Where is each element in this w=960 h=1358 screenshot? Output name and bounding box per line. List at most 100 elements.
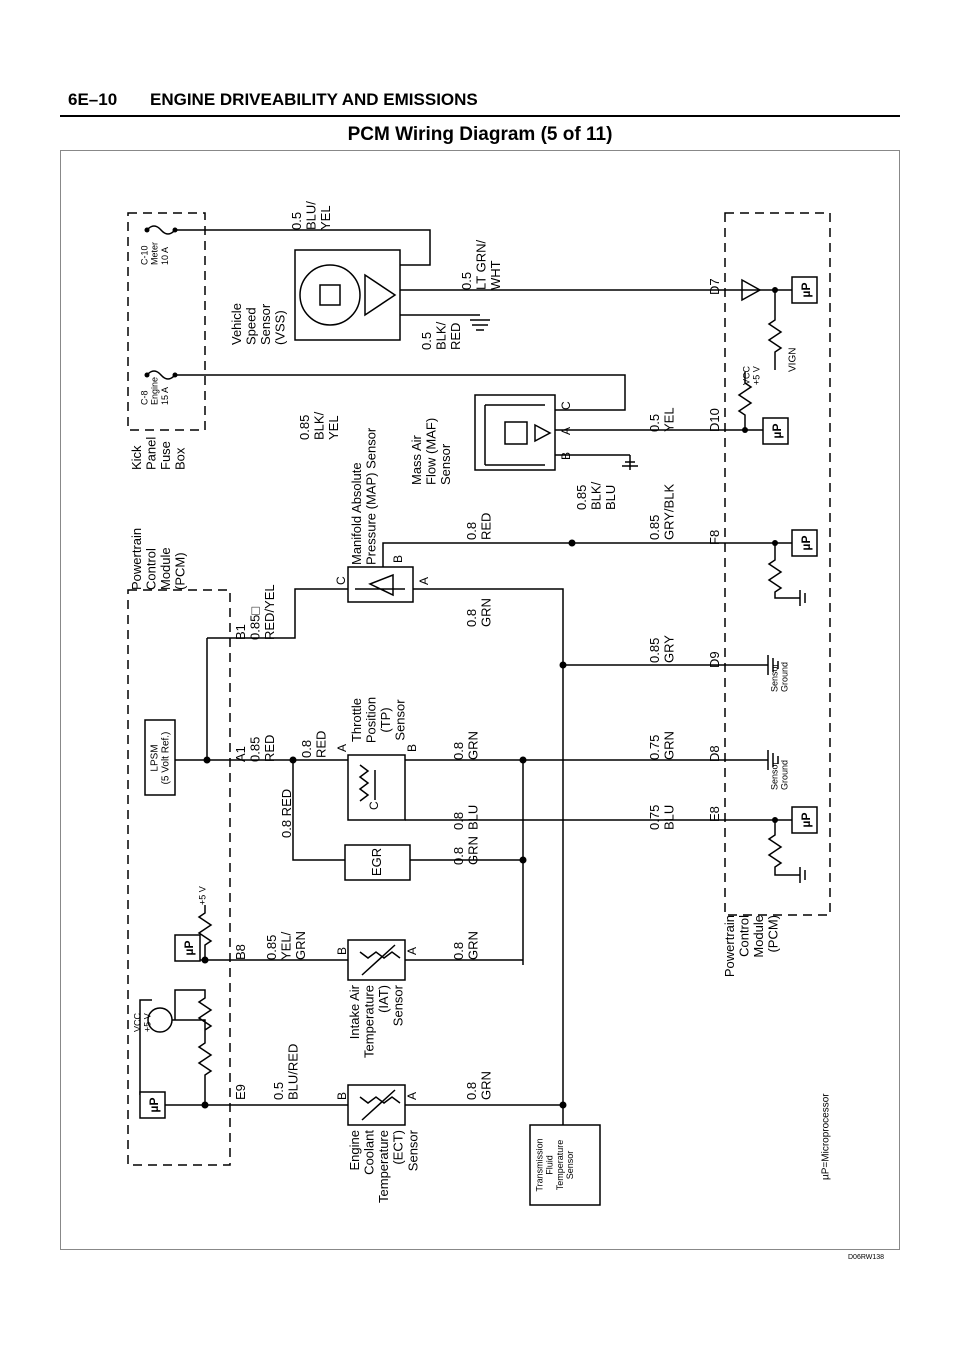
wire-red-map-label: 0.8RED — [464, 513, 494, 540]
pin-e9-label: E9 — [233, 1084, 248, 1100]
label-line: Fluid — [545, 1155, 555, 1175]
label-line: A1 — [233, 746, 248, 762]
wire-grn-tp-label: 0.8GRN — [451, 731, 481, 760]
label-line: (5 Volt Ref.) — [161, 732, 172, 785]
label-line: RED — [479, 513, 494, 540]
footnote-label: µP=Microprocessor — [821, 1093, 832, 1180]
label-line: GRY — [662, 635, 677, 663]
pin-f8-label: F8 — [707, 530, 722, 545]
label-line: Intake Air — [347, 984, 362, 1039]
ect-label: EngineCoolantTemperature(ECT)Sensor — [347, 1129, 420, 1203]
label-line: (TP) — [378, 707, 393, 732]
label-line: BLU/ — [304, 201, 319, 230]
ect-pin-b-label: B — [335, 1092, 349, 1100]
label-line: Speed — [244, 307, 259, 345]
microprocessor-label: µP — [799, 283, 813, 298]
label-line: RED/YEL — [262, 584, 277, 640]
vss-label: VehicleSpeedSensor(VSS) — [229, 303, 288, 345]
label-line: GRN — [479, 598, 494, 627]
label-line: 0.8 — [451, 742, 466, 760]
pin-d7-label: D7 — [707, 278, 722, 295]
label-line: GRN — [479, 1071, 494, 1100]
label-line: Sensor — [770, 663, 780, 692]
microprocessor-box — [791, 806, 818, 834]
label-line: GRN — [466, 731, 481, 760]
iat-sensor — [347, 939, 406, 981]
transmission-fluid-temp-sensor — [529, 1124, 601, 1206]
label-line: (IAT) — [376, 985, 391, 1013]
label-line: Sensor — [770, 761, 780, 790]
diagram-labels: PowertrainControlModule(PCM)KickPanelFus… — [129, 201, 831, 1203]
label-line: Vehicle — [229, 303, 244, 345]
label-line: GRN — [466, 931, 481, 960]
wire-grn-iat-label: 0.8GRN — [451, 931, 481, 960]
tp-sensor — [347, 754, 406, 821]
vcc-d10-label: VCC+5 V — [742, 365, 762, 385]
label-line: Fuse — [158, 441, 173, 470]
sensor-ground-d8-label: SensorGround — [770, 760, 790, 790]
label-line: Manifold Absolute — [349, 462, 364, 565]
label-line: BLU — [662, 805, 677, 830]
label-line: Sensor — [258, 303, 273, 345]
kick-panel-label: KickPanelFuseBox — [129, 437, 188, 470]
section-title: ENGINE DRIVEABILITY AND EMISSIONS — [150, 90, 478, 109]
diagram-title: PCM Wiring Diagram (5 of 11) — [347, 124, 613, 145]
wire-blu-e8-label: 0.75BLU — [647, 805, 677, 830]
microprocessor-label: µP — [799, 536, 813, 551]
label-line: 0.85 — [647, 515, 662, 540]
microprocessor-label: µP — [147, 1098, 161, 1113]
label-line: 0.75 — [647, 735, 662, 760]
label-line: VCC — [742, 365, 752, 385]
label-line: Sensor — [438, 443, 453, 485]
pcm-lower-box — [724, 212, 831, 916]
fuse-c10-label: C-10Meter10 A — [140, 242, 170, 265]
label-line: Box — [173, 447, 188, 470]
label-line: (PCM) — [173, 552, 188, 590]
ect-sensor — [347, 1084, 406, 1126]
wires — [165, 229, 792, 1125]
label-line: Mass Air — [409, 434, 424, 485]
wire-grn-egr-label: 0.8GRN — [451, 836, 481, 865]
egr-label: EGR — [369, 848, 384, 876]
label-line: 0.8 — [464, 609, 479, 627]
vcc-upper-label: VCC+5 V — [133, 1012, 153, 1032]
label-line: YEL — [662, 407, 677, 432]
label-line: Ground — [780, 760, 790, 790]
vss-sensor — [294, 249, 401, 341]
label-line: (PCM) — [766, 915, 781, 953]
label-line: 0.85 — [647, 638, 662, 663]
pin-b1-label: B10.85□RED/YEL — [233, 584, 277, 640]
label-line: GRN — [293, 931, 308, 960]
label-line: 0.8 — [299, 740, 314, 758]
map-label: Manifold AbsolutePressure (MAP) Sensor — [349, 427, 379, 565]
label-line: Flow (MAF) — [424, 418, 439, 485]
figure-id: D06RW138 — [848, 1254, 885, 1261]
label-line: Position — [364, 697, 379, 743]
diagram-frame — [60, 150, 900, 1250]
label-line: Transmission — [535, 1138, 545, 1191]
label-line: 0.85 — [574, 485, 589, 510]
label-line: 0.85 — [264, 935, 279, 960]
tp-pin-a-label: A — [335, 744, 349, 752]
label-line: RED — [448, 323, 463, 350]
label-line: BLU — [603, 485, 618, 510]
label-line: Module — [751, 915, 766, 958]
wire-blu-red-label: 0.5BLU/RED — [271, 1044, 301, 1100]
egr-valve — [344, 844, 411, 881]
label-line: C-10 — [140, 245, 150, 265]
label-line: Sensor — [565, 1151, 575, 1180]
pin-e8-label: E8 — [707, 806, 722, 822]
wire-lt-grn-wht-label: 0.5LT GRN/WHT — [459, 240, 503, 290]
section-number: 6E–10 — [68, 90, 118, 109]
label-line: 0.8 — [451, 847, 466, 865]
wire-grn-d8-label: 0.75GRN — [647, 731, 677, 760]
wire-blu-yel-label: 0.5BLU/YEL — [289, 201, 333, 230]
label-line: Coolant — [362, 1130, 377, 1175]
label-line: Control — [737, 915, 752, 957]
label-line: Module — [158, 547, 173, 590]
label-line: RED — [262, 735, 277, 762]
label-line: Temperature — [362, 985, 377, 1058]
label-line: BLU/RED — [286, 1044, 301, 1100]
label-line: BLK/ — [312, 411, 327, 440]
pin-d8-label: D8 — [707, 745, 722, 762]
